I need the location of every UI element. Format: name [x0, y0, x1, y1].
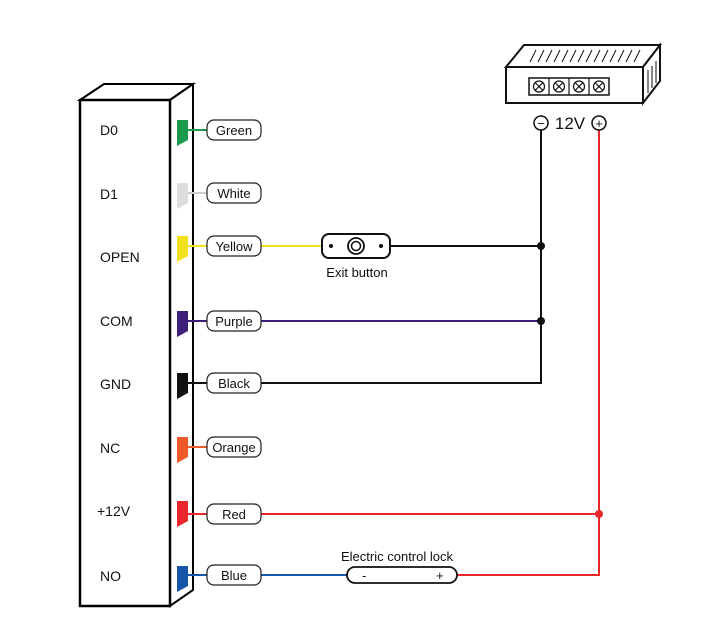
- connector-tab-purple: [177, 311, 188, 337]
- wire-tag-orange-text: Orange: [212, 440, 255, 455]
- wire-tag-purple: Purple: [206, 310, 262, 332]
- terminal-label-gnd: GND: [100, 376, 131, 392]
- wire-tag-black-text: Black: [218, 376, 250, 391]
- wire-tag-orange: Orange: [206, 436, 262, 458]
- wire-tag-blue: Blue: [206, 564, 262, 586]
- junction-red: [595, 510, 603, 518]
- terminal-label-nc: NC: [100, 440, 120, 456]
- wire-tag-red: Red: [206, 503, 262, 525]
- connector-tab-red: [177, 501, 188, 527]
- connector-tab-black: [177, 373, 188, 399]
- exit-button-dot-left: [329, 244, 333, 248]
- terminal-label-12v: +12V: [97, 503, 131, 519]
- power-supply: − 12V +: [503, 42, 663, 133]
- power-supply-minus-icon: [533, 115, 549, 131]
- wire-tag-blue-text: Blue: [221, 568, 247, 583]
- electric-lock-minus: -: [362, 568, 366, 583]
- wire-tag-purple-text: Purple: [215, 314, 253, 329]
- connector-tab-green: [177, 120, 188, 146]
- wires: [261, 130, 600, 576]
- terminal-label-open: OPEN: [100, 249, 140, 265]
- tab-stubs: [188, 129, 207, 576]
- power-supply-vent: [529, 49, 641, 63]
- terminal-label-no: NO: [100, 568, 121, 584]
- wire-red-lock: [457, 514, 600, 576]
- electric-lock: Electric control lock - +: [341, 549, 458, 584]
- junctions: [537, 242, 603, 518]
- junction-com: [537, 317, 545, 325]
- terminal-label-d1: D1: [100, 186, 118, 202]
- terminal-label-d0: D0: [100, 122, 118, 138]
- connector-tabs: [177, 120, 188, 592]
- wire-tag-white: White: [206, 182, 262, 204]
- power-supply-plus-icon: [591, 115, 607, 131]
- connector-tab-blue: [177, 566, 188, 592]
- wire-tag-yellow: Yellow: [206, 235, 262, 257]
- electric-lock-plus: +: [436, 568, 444, 583]
- exit-button-label: Exit button: [326, 265, 387, 280]
- connector-tab-orange: [177, 437, 188, 463]
- controller-block: [76, 82, 197, 608]
- connector-tab-yellow: [177, 236, 188, 262]
- wire-black-gnd: [261, 130, 542, 384]
- connector-tab-white: [177, 183, 188, 209]
- terminal-label-com: COM: [100, 313, 133, 329]
- wire-tag-red-text: Red: [222, 507, 246, 522]
- wire-tag-green: Green: [206, 119, 262, 141]
- wire-tag-white-text: White: [217, 186, 250, 201]
- power-supply-voltage: 12V: [555, 114, 586, 133]
- wire-tags: Green White Yellow Purple Black Orange R…: [206, 119, 262, 586]
- exit-button: Exit button: [321, 233, 391, 280]
- power-supply-plus: +: [595, 116, 603, 131]
- wire-tag-green-text: Green: [216, 123, 252, 138]
- electric-lock-label: Electric control lock: [341, 549, 453, 564]
- wire-tag-yellow-text: Yellow: [215, 239, 253, 254]
- exit-button-dot-right: [379, 244, 383, 248]
- junction-exit: [537, 242, 545, 250]
- terminal-labels: D0 D1 OPEN COM GND NC +12V NO: [97, 122, 140, 584]
- power-supply-minus: −: [537, 116, 545, 131]
- wire-tag-black: Black: [206, 372, 262, 394]
- exit-button-inner: [350, 240, 362, 252]
